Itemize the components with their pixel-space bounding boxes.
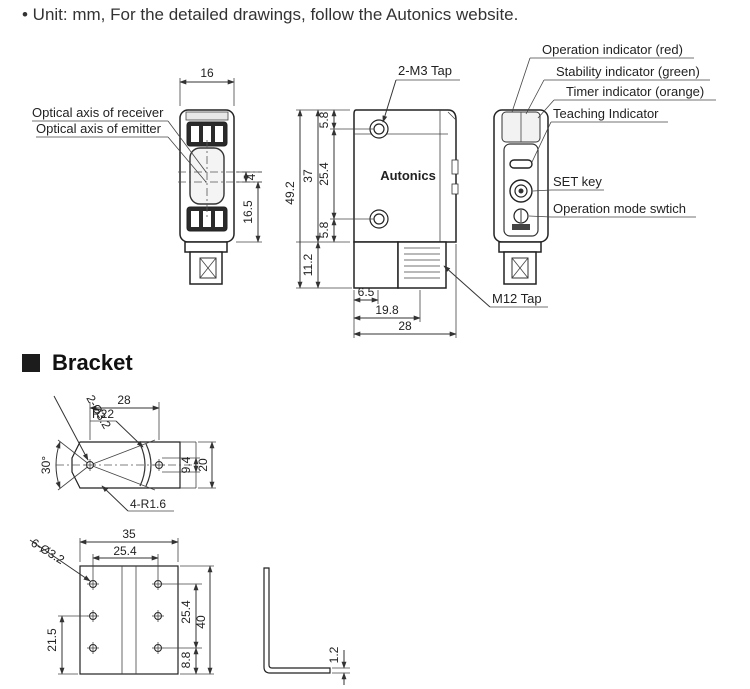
dim-total-height: 49.2	[283, 181, 297, 205]
front-view: 16 Optical axis of receiver Optical axis…	[32, 66, 262, 285]
bracket-side-view: 1.2	[263, 567, 350, 685]
dim-hole-bottom: 5.8	[317, 221, 331, 238]
dim-hole-pitch: 25.4	[317, 162, 331, 186]
dim-thickness-1-2: 1.2	[327, 646, 341, 663]
label-m3-tap: 2-M3 Tap	[398, 63, 452, 78]
label-6-holes: 6-Ø3.2	[28, 536, 67, 567]
dim-40: 40	[194, 615, 208, 629]
label-4-r1-6: 4-R1.6	[130, 497, 166, 511]
label-optical-axis-emitter: Optical axis of emitter	[36, 121, 162, 136]
unit-note: • Unit: mm, For the detailed drawings, f…	[22, 5, 519, 24]
label-set-key: SET key	[553, 174, 602, 189]
brand-logo: Autonics	[380, 168, 436, 183]
bracket-holes	[87, 578, 164, 654]
dim-21-5: 21.5	[45, 628, 59, 652]
dim-radius-r22: R22	[92, 407, 114, 421]
dim-width-6-5: 6.5	[358, 285, 375, 299]
label-teaching-indicator: Teaching Indicator	[553, 106, 659, 121]
dim-hole-pitch-25-4: 25.4	[113, 544, 137, 558]
section-square-icon	[22, 354, 40, 372]
label-m12-tap: M12 Tap	[492, 291, 542, 306]
rear-view: Operation indicator (red) Stability indi…	[493, 42, 716, 285]
dim-connector-height: 11.2	[301, 253, 315, 276]
dim-bracket-width-35: 35	[122, 527, 136, 541]
dim-vertical-25-4: 25.4	[179, 600, 193, 624]
label-operation-indicator: Operation indicator (red)	[542, 42, 683, 57]
section-title-text: Bracket	[52, 350, 133, 375]
dim-20: 20	[196, 458, 210, 472]
dim-width-19-8: 19.8	[375, 303, 399, 317]
section-title: Bracket	[22, 350, 133, 376]
label-mode-switch: Operation mode swtich	[553, 201, 686, 216]
bracket-front-view: 35 25.4 6-Ø3.2 21.5 25.4 40 8.8	[28, 527, 214, 675]
side-view: Autonics 2-M3 Tap 49.2 37 5.8 25.4 5.8 1…	[283, 63, 548, 338]
dim-front-width: 16	[200, 66, 214, 80]
bracket-top-view: 28 R22 2-Ø3.2 30° 9.4 20 4-R1.6	[39, 393, 216, 512]
label-optical-axis-receiver: Optical axis of receiver	[32, 105, 164, 120]
dim-angle-30: 30°	[39, 456, 53, 474]
dim-8-8: 8.8	[179, 651, 193, 668]
dim-width-28: 28	[398, 319, 412, 333]
dim-axis-gap: 4	[244, 173, 258, 180]
dim-9-4: 9.4	[179, 456, 193, 473]
dim-hole-top: 5.8	[317, 111, 331, 128]
label-stability-indicator: Stability indicator (green)	[556, 64, 700, 79]
label-timer-indicator: Timer indicator (orange)	[566, 84, 704, 99]
dim-body-height: 37	[301, 169, 315, 183]
dim-axis-height: 16.5	[241, 200, 255, 224]
dim-bracket-width-28: 28	[117, 393, 131, 407]
